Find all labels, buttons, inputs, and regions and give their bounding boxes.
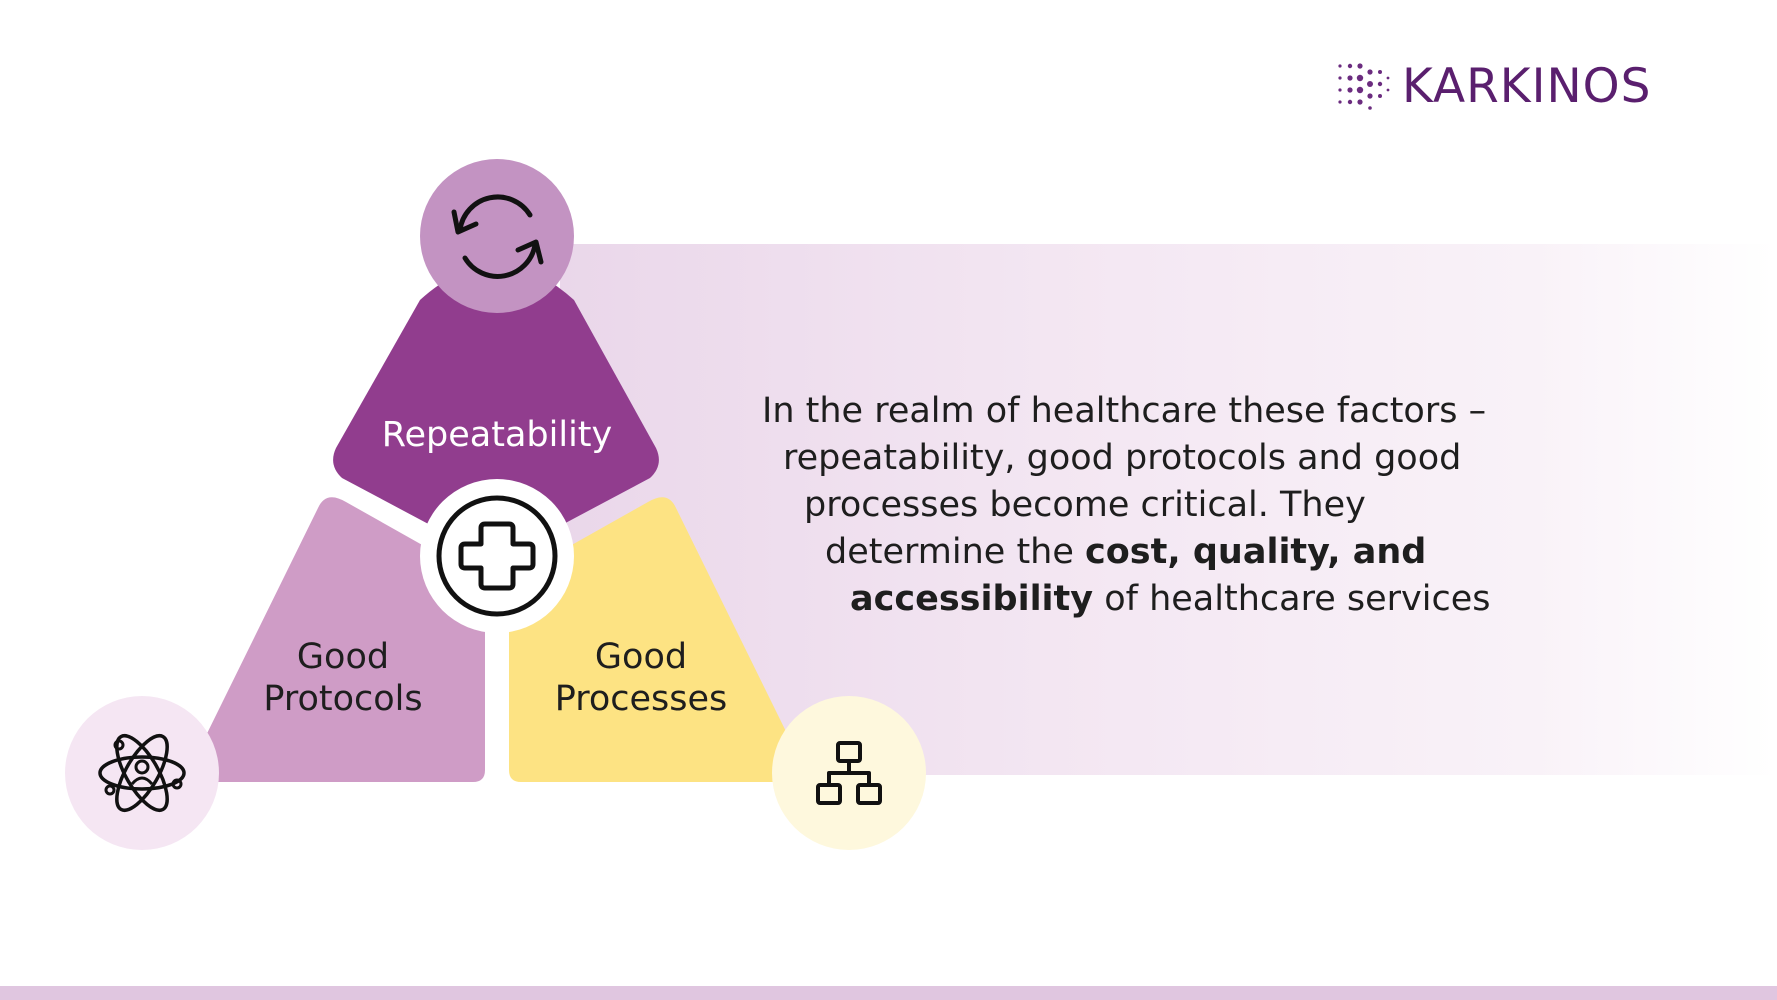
description-line-4-prefix: determine the [825, 532, 1086, 572]
segment-label-processes-line2: Processes [555, 679, 728, 719]
segment-good-protocols [187, 497, 486, 782]
logo-wordmark: KARKINOS [1402, 58, 1652, 114]
logo-dot-mark-icon [1338, 63, 1390, 110]
description-line-3: processes become critical. They [804, 485, 1366, 525]
description-line-2: repeatability, good protocols and good [783, 438, 1462, 478]
description-emphasis-cost-quality: cost, quality, and [1085, 532, 1427, 572]
description-line-5: accessibility of healthcare services [850, 576, 1600, 623]
segment-label-protocols-line2: Protocols [263, 679, 422, 719]
segment-label-processes-line1: Good [595, 637, 687, 677]
triangle-diagram: Repeatability Good Protocols Good Proces… [65, 159, 926, 850]
hierarchy-network-icon [772, 696, 926, 850]
segment-good-processes [509, 497, 807, 782]
medical-cross-icon [420, 479, 574, 633]
segment-label-repeatability: Repeatability [382, 415, 612, 455]
description-line-4: determine the cost, quality, and [825, 529, 1600, 576]
segment-repeatability [333, 265, 659, 560]
atom-person-icon [65, 696, 219, 850]
description-line-5-suffix: of healthcare services [1093, 579, 1491, 619]
description-line-1: In the realm of healthcare these factors… [762, 391, 1487, 431]
refresh-cycle-icon [420, 159, 574, 313]
description-emphasis-accessibility: accessibility [850, 579, 1094, 619]
bottom-accent-bar [0, 986, 1777, 1000]
description-paragraph: In the realm of healthcare these factors… [740, 388, 1600, 623]
segment-label-protocols-line1: Good [297, 637, 389, 677]
brand-logo: KARKINOS [1336, 58, 1651, 114]
